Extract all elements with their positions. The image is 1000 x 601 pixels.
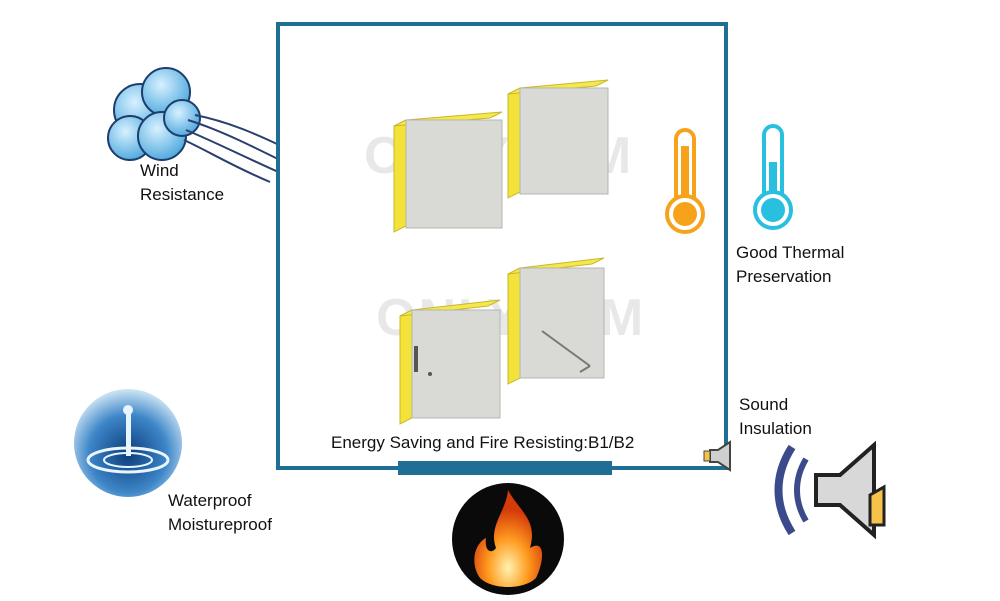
water-drop-icon: [74, 389, 182, 497]
thermal-label-line2: Preservation: [736, 267, 832, 286]
panel-bottom-left: [399, 299, 501, 425]
fire-icon: [452, 483, 564, 595]
sound-label-line2: Insulation: [739, 419, 812, 438]
wind-label-line2: Resistance: [140, 185, 225, 204]
thermometer-hot-icon: [665, 128, 705, 234]
sandwich-panels-illustration: [393, 79, 609, 425]
panel-bottom-right: [507, 257, 605, 385]
waterproof-label: Waterproof Moistureproof: [168, 489, 272, 537]
thermal-label-line1: Good Thermal: [736, 243, 845, 262]
sound-insulation-label: Sound Insulation: [739, 393, 812, 441]
wind-resistance-label: Wind Resistance: [140, 159, 224, 207]
water-label-line2: Moistureproof: [168, 515, 272, 534]
thermal-preservation-label: Good Thermal Preservation: [736, 241, 844, 289]
frame-bottom-bar: [398, 461, 612, 475]
speaker-icon: [774, 440, 886, 540]
energy-fire-caption: Energy Saving and Fire Resisting:B1/B2: [331, 433, 635, 452]
panel-top-left: [393, 111, 503, 233]
panel-top-right: [507, 79, 609, 199]
small-speaker-icon: [703, 440, 731, 472]
sound-label-line1: Sound: [739, 395, 789, 414]
wind-label-line1: Wind: [140, 161, 179, 180]
water-label-line1: Waterproof: [168, 491, 252, 510]
thermometer-cold-icon: [753, 124, 793, 230]
panel-showcase-frame: ONLYKEM ONLYKEM: [276, 22, 728, 470]
